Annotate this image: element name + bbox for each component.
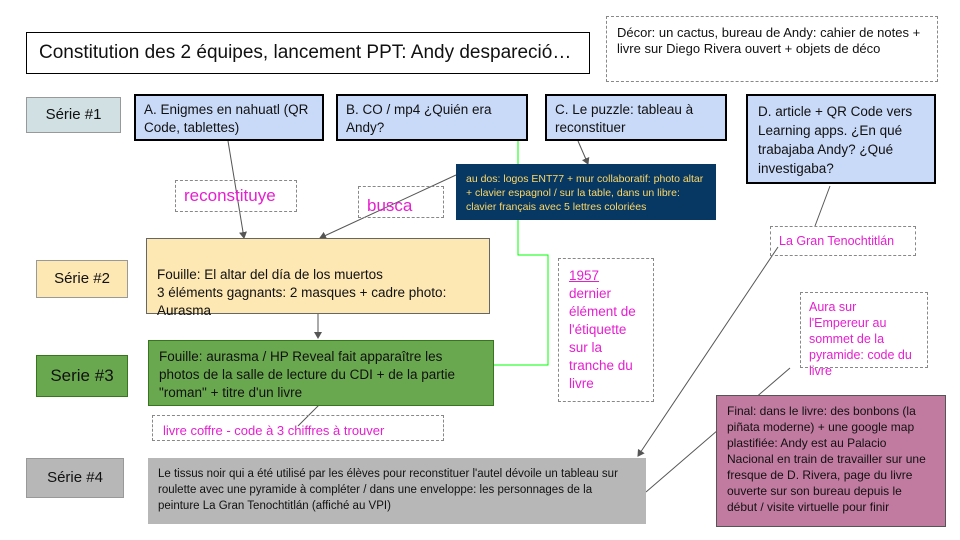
connector-d-to-gran [814, 185, 831, 227]
box-c-text: C. Le puzzle: tableau à reconstituer [555, 102, 694, 135]
box-fouille-aurasma: Fouille: aurasma / HP Reveal fait appara… [148, 340, 494, 406]
label-1957: 1957 dernier élément de l'étiquette sur … [558, 258, 654, 402]
fouille-aurasma-text: Fouille: aurasma / HP Reveal fait appara… [159, 349, 456, 400]
label-reconstituye: reconstituye [175, 180, 297, 212]
box-final: Final: dans le livre: des bonbons (la pi… [716, 395, 946, 527]
label-aura-empereur: Aura sur l'Empereur au sommet de la pyra… [800, 292, 928, 378]
box-tissus-noir: Le tissus noir qui a été utilisé par les… [148, 458, 646, 524]
series-label-3-text: Serie #3 [50, 366, 114, 385]
fouille-altar-text: Fouille: El altar del día de los muertos… [157, 267, 447, 318]
series-label-3: Serie #3 [36, 355, 128, 397]
label-aura-text: Aura sur l'Empereur au sommet de la pyra… [809, 300, 912, 378]
decor-note: Décor: un cactus, bureau de Andy: cahier… [606, 16, 938, 82]
box-a-text: A. Enigmes en nahuatl (QR Code, tablette… [144, 102, 309, 135]
tissus-noir-text: Le tissus noir qui a été utilisé par les… [158, 468, 618, 512]
final-text: Final: dans le livre: des bonbons (la pi… [727, 404, 926, 514]
label-coffre-text: livre coffre - code à 3 chiffres à trouv… [163, 423, 385, 438]
label-gran-text: La Gran Tenochtitlán [779, 234, 895, 248]
label-busca-text: busca [367, 196, 413, 215]
label-reconstituye-text: reconstituye [184, 186, 276, 205]
series-label-2: Série #2 [36, 260, 128, 298]
box-b-co: B. CO / mp4 ¿Quién era Andy? [336, 94, 528, 141]
label-busca: busca [358, 186, 444, 218]
series-label-2-text: Série #2 [54, 270, 110, 287]
label-gran-tenochtitlan: La Gran Tenochtitlán [770, 226, 916, 256]
title-text: Constitution des 2 équipes, lancement PP… [39, 42, 572, 63]
connector-gran-to-final [637, 246, 779, 457]
title-box: Constitution des 2 équipes, lancement PP… [26, 32, 590, 74]
connector-a-to-fouille [227, 140, 247, 239]
series-label-1: Série #1 [26, 97, 121, 133]
connector-dark-to-fouille [319, 174, 457, 240]
box-b-text: B. CO / mp4 ¿Quién era Andy? [346, 102, 492, 135]
connector-c-to-dark [577, 140, 590, 165]
series-label-1-text: Série #1 [45, 106, 102, 123]
label-1957-year: 1957 [569, 268, 600, 283]
box-a-enigmes: A. Enigmes en nahuatl (QR Code, tablette… [134, 94, 324, 141]
decor-note-text: Décor: un cactus, bureau de Andy: cahier… [617, 25, 921, 56]
box-c-puzzle: C. Le puzzle: tableau à reconstituer [545, 94, 727, 141]
box-d-article: D. article + QR Code vers Learning apps.… [746, 94, 936, 184]
box-fouille-altar: Fouille: El altar del día de los muertos… [146, 238, 490, 318]
dark-note-box: au dos: logos ENT77 + mur collaboratif: … [456, 164, 716, 220]
label-1957-text: dernier élément de l'étiquette sur la tr… [569, 286, 636, 391]
series-label-4: Série #4 [26, 458, 124, 498]
series-label-4-text: Série #4 [47, 469, 103, 486]
box-d-text: D. article + QR Code vers Learning apps.… [758, 104, 913, 176]
label-livre-coffre: livre coffre - code à 3 chiffres à trouv… [152, 415, 444, 441]
dark-note-text: au dos: logos ENT77 + mur collaboratif: … [466, 173, 704, 213]
